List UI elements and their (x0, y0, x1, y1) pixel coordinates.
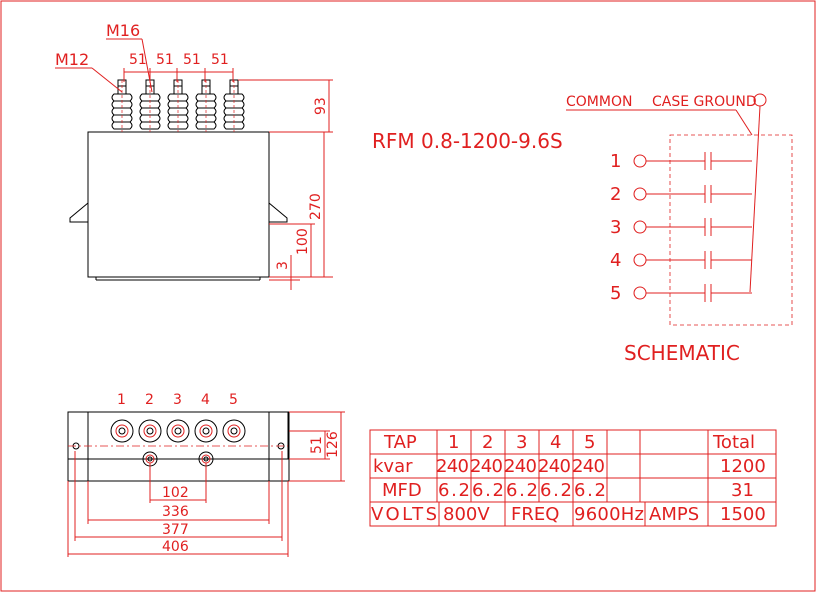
front-view: 51 51 51 51 M16 M12 93 270 100 3 (55, 21, 333, 290)
schematic-title: SCHEMATIC (624, 341, 740, 365)
pitch-dim-1: 51 (129, 52, 147, 68)
kvar-4: 240 (538, 456, 571, 477)
table-header-tap: TAP (383, 432, 417, 453)
mfd-5: 6.2 (574, 480, 606, 501)
bushing-5 (223, 79, 245, 132)
schematic: COMMON CASE GROUND 1 2 3 4 5 SCHEMATIC (566, 93, 793, 365)
bushing-4 (195, 79, 217, 132)
bushing-2 (139, 79, 161, 132)
terminal-icon (633, 187, 647, 201)
m16-label: M16 (106, 21, 140, 40)
volts-value: 800V (443, 504, 490, 525)
terminal-number-4: 4 (201, 392, 210, 408)
capacitor-body (87, 131, 270, 278)
kvar-3: 240 (504, 456, 537, 477)
table-header-1: 1 (448, 432, 459, 453)
schematic-tap-label: 4 (610, 250, 621, 271)
top-terminal-3 (166, 419, 190, 443)
terminal-number-3: 3 (173, 392, 182, 408)
m12-label: M12 (55, 50, 89, 69)
case-ground-label: CASE GROUND (652, 94, 757, 110)
terminal-icon (633, 286, 647, 300)
table-header-5: 5 (584, 432, 595, 453)
terminal-number-2: 2 (145, 392, 154, 408)
schematic-tap-label: 1 (610, 151, 621, 172)
width-406-dim: 406 (162, 539, 189, 555)
schematic-tap-4: 4 (610, 250, 752, 271)
schematic-tap-2: 2 (610, 184, 752, 205)
table-header-3: 3 (516, 432, 527, 453)
mounting-bracket-right (268, 201, 288, 223)
depth-126-dim: 126 (325, 431, 341, 458)
mfd-label: MFD (382, 480, 422, 501)
top-view: 1 2 3 4 5 102 336 377 406 51 126 (67, 392, 345, 557)
mfd-1: 6.2 (438, 480, 470, 501)
bushing-1 (111, 79, 133, 132)
schematic-tap-label: 2 (610, 184, 621, 205)
mounting-bracket-left (69, 201, 89, 223)
terminal-icon (633, 220, 647, 234)
pitch-dim-3: 51 (183, 52, 201, 68)
terminal-number-1: 1 (117, 392, 126, 408)
schematic-tap-1: 1 (610, 151, 752, 172)
kvar-1: 240 (436, 456, 469, 477)
table-header-4: 4 (550, 432, 561, 453)
width-336-dim: 336 (162, 504, 189, 520)
top-terminal-1 (110, 419, 134, 443)
schematic-case-outline (669, 134, 793, 326)
freq-label: FREQ (511, 504, 559, 525)
pitch-dim-4: 51 (211, 52, 229, 68)
mfd-3: 6.2 (506, 480, 538, 501)
mfd-2: 6.2 (472, 480, 504, 501)
top-terminal-2 (138, 419, 162, 443)
schematic-tap-label: 5 (610, 283, 621, 304)
schematic-tap-label: 3 (610, 217, 621, 238)
common-label: COMMON (566, 94, 632, 110)
table-header-total: Total (712, 432, 755, 453)
mfd-4: 6.2 (540, 480, 572, 501)
terminal-icon (633, 154, 647, 168)
depth-51-dim: 51 (309, 436, 325, 454)
kvar-total: 1200 (720, 456, 766, 477)
terminal-number-5: 5 (229, 392, 238, 408)
mfd-total: 31 (731, 480, 754, 501)
width-377-dim: 377 (162, 522, 189, 538)
schematic-taps: 1 2 3 4 5 (610, 151, 752, 304)
top-view-base (67, 411, 289, 460)
terminal-spacing-dim: 102 (162, 485, 189, 501)
kvar-5: 240 (572, 456, 605, 477)
bushing-3 (167, 79, 189, 132)
amps-value: 1500 (720, 504, 766, 525)
height-93-dim: 93 (313, 97, 329, 115)
kvar-label: kvar (373, 456, 413, 477)
terminal-icon (633, 253, 647, 267)
height-100-dim: 100 (295, 228, 311, 255)
top-terminal-5 (222, 419, 246, 443)
top-terminals (110, 419, 246, 443)
schematic-tap-3: 3 (610, 217, 752, 238)
table-header-2: 2 (482, 432, 493, 453)
kvar-2: 240 (470, 456, 503, 477)
volts-label: VOLTS (371, 504, 437, 525)
spec-table: TAP 1 2 3 4 5 Total kvar 240 240 240 240… (369, 429, 777, 527)
freq-value: 9600Hz (574, 504, 644, 525)
amps-label: AMPS (649, 504, 699, 525)
height-270-dim: 270 (308, 193, 324, 220)
height-3-dim: 3 (275, 261, 291, 270)
model-title: RFM 0.8-1200-9.6S (372, 129, 563, 153)
bushings (111, 79, 245, 132)
top-terminal-4 (194, 419, 218, 443)
schematic-tap-5: 5 (610, 283, 752, 304)
pitch-dim-2: 51 (156, 52, 174, 68)
